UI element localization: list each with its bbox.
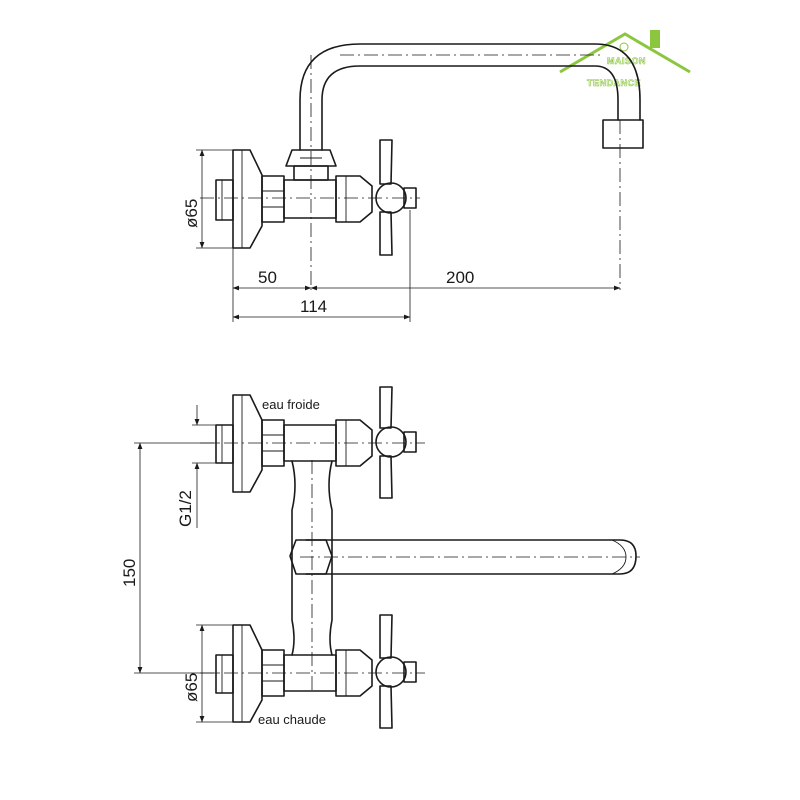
brand-logo: MAISON TENDANCE bbox=[559, 30, 691, 88]
spout-collar bbox=[285, 149, 337, 167]
wall-flange bbox=[232, 149, 263, 249]
valve-bonnet bbox=[335, 175, 373, 223]
valve-body bbox=[283, 179, 337, 219]
dim-thread: G1/2 bbox=[176, 490, 195, 527]
inlet-nipple bbox=[215, 179, 234, 221]
dim-50: 50 bbox=[258, 268, 277, 287]
dim-114: 114 bbox=[300, 297, 327, 316]
label-cold-water: eau froide bbox=[262, 397, 320, 412]
hex-nut bbox=[261, 175, 285, 223]
hot-cross-handle bbox=[375, 614, 417, 729]
horizontal-spout bbox=[305, 539, 637, 575]
label-hot-water: eau chaude bbox=[258, 712, 326, 727]
body-right-edge bbox=[328, 460, 333, 656]
dim-200: 200 bbox=[446, 268, 474, 287]
logo-line2: TENDANCE bbox=[587, 78, 641, 88]
spout-outer bbox=[299, 43, 641, 151]
aerator bbox=[602, 119, 644, 149]
spout-inner bbox=[321, 65, 619, 151]
body-left-edge bbox=[291, 460, 296, 656]
logo-line1: MAISON bbox=[607, 56, 646, 66]
top-view: ø65 50 200 114 bbox=[182, 43, 644, 322]
dim-150: 150 bbox=[120, 559, 139, 587]
front-view: eau froide eau chaude bbox=[120, 386, 640, 729]
cold-cross-handle bbox=[375, 386, 417, 499]
dim-diameter-bottom: ø65 bbox=[182, 673, 201, 702]
dim-diameter-top: ø65 bbox=[182, 199, 201, 228]
